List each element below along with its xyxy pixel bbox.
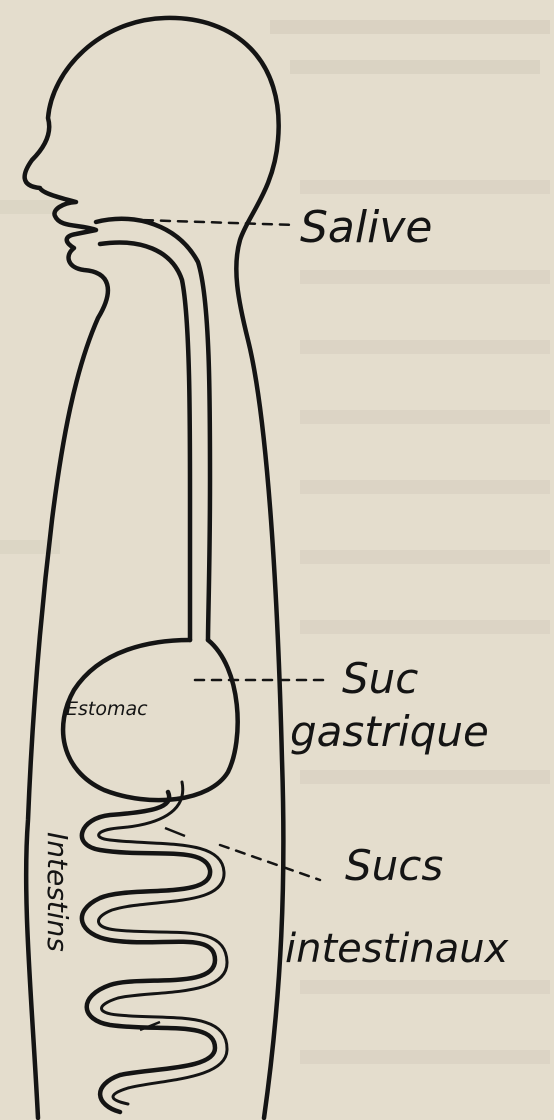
intestine-coils [82, 792, 215, 1112]
sucs-intestinaux-leader-line [220, 845, 320, 880]
label-intestins: Intestins [41, 832, 74, 952]
background-print-texture [0, 20, 550, 1064]
esophagus-outer-wall [96, 219, 210, 640]
label-gastrique: gastrique [290, 707, 489, 756]
label-intestinaux: intestinaux [285, 926, 509, 972]
body-outline-front [25, 18, 284, 1118]
label-salive: Salive [300, 202, 432, 253]
esophagus-inner-wall [100, 243, 190, 641]
label-estomac: Estomac [66, 698, 148, 720]
stomach-outline [63, 640, 238, 800]
label-sucs: Sucs [345, 841, 443, 890]
intestine-mark [165, 828, 185, 836]
label-suc: Suc [342, 654, 418, 703]
